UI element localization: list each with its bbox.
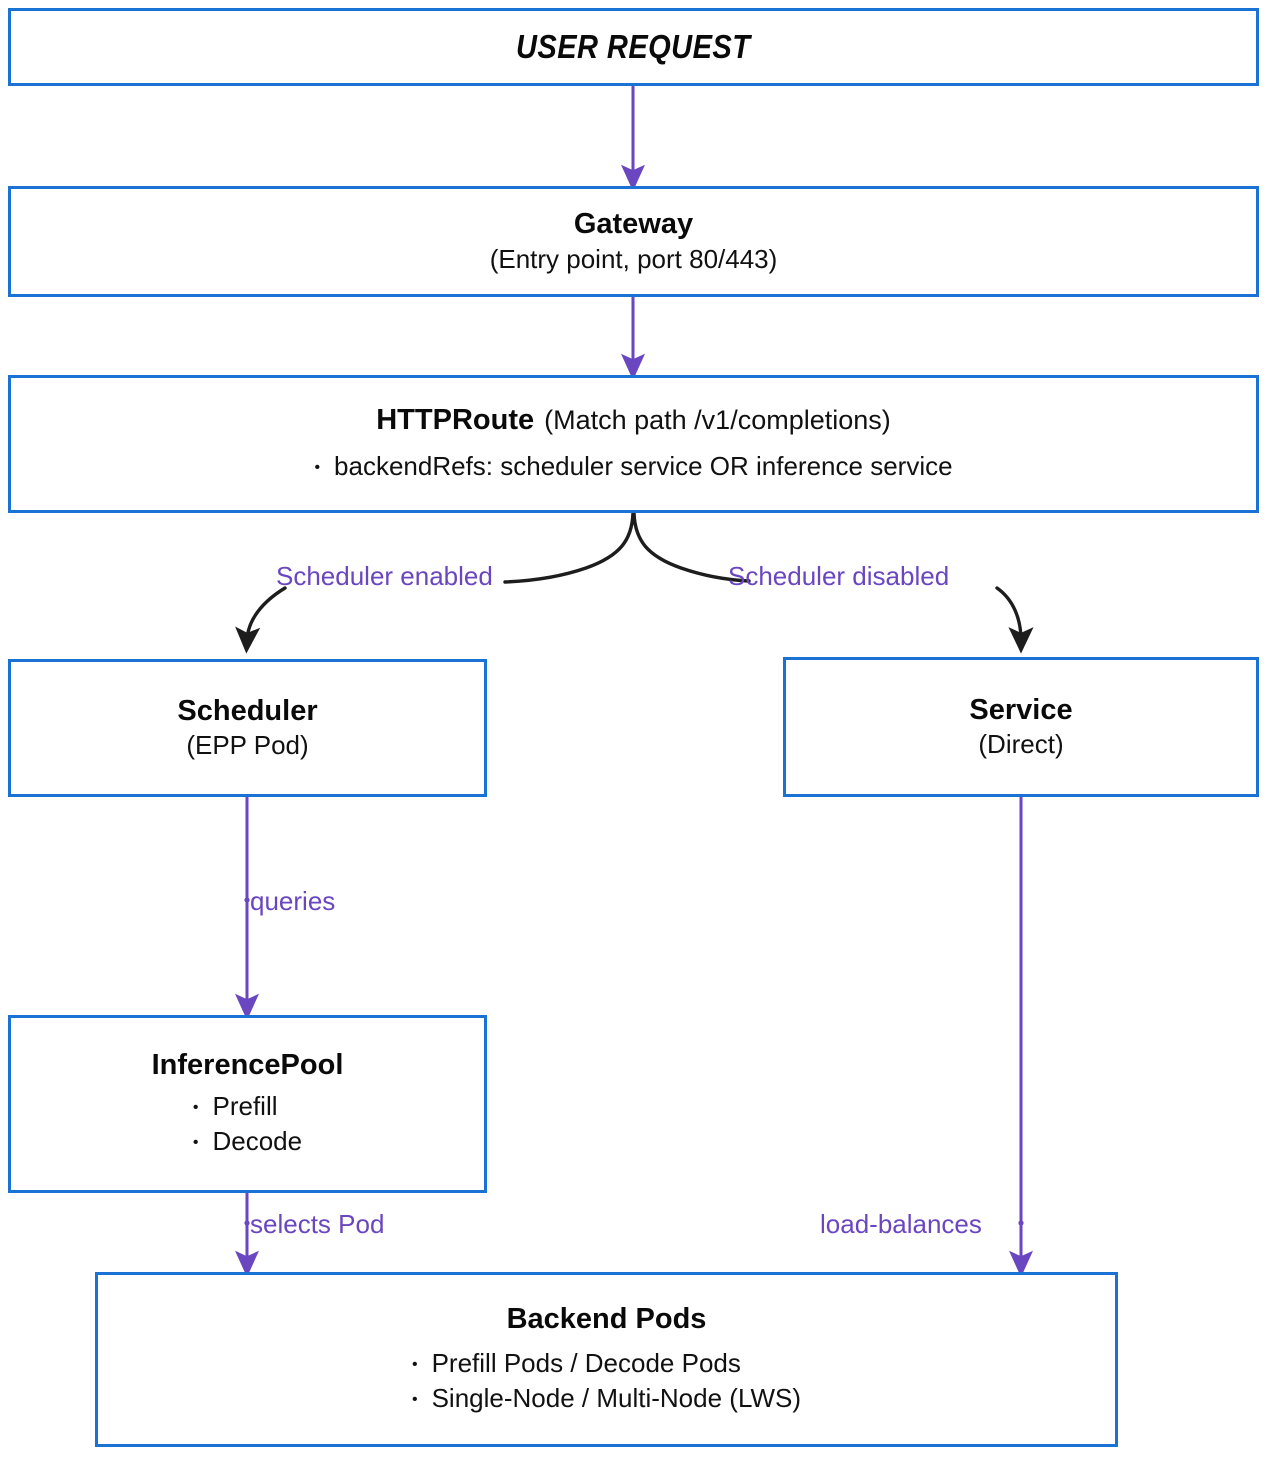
- node-service[interactable]: Service (Direct): [783, 657, 1259, 797]
- node-httproute[interactable]: HTTPRoute (Match path /v1/completions) •…: [8, 375, 1259, 513]
- node-inferencepool-title: InferencePool: [151, 1048, 344, 1081]
- node-scheduler-title: Scheduler: [177, 694, 318, 727]
- edge-httproute-fork: [503, 511, 751, 584]
- node-httproute-note: (Match path /v1/completions): [544, 404, 891, 435]
- node-backend-pods-bullets: • Prefill Pods / Decode Pods • Single-No…: [412, 1346, 801, 1416]
- node-service-subtitle: (Direct): [978, 729, 1064, 760]
- node-gateway[interactable]: Gateway (Entry point, port 80/443): [8, 186, 1259, 297]
- node-inferencepool-bullets: • Prefill • Decode: [193, 1089, 302, 1159]
- bullet-icon: •: [192, 1099, 199, 1117]
- edge-httproute-to-service: [995, 586, 1034, 654]
- edge-label-scheduler-enabled: Scheduler enabled: [276, 561, 493, 591]
- list-item: • Single-Node / Multi-Node (LWS): [412, 1381, 801, 1416]
- bullet-text: Decode: [212, 1126, 303, 1157]
- node-service-title: Service: [969, 693, 1073, 726]
- edge-scheduler-to-inferencepool: [235, 797, 259, 1021]
- edge-httproute-to-scheduler: [235, 586, 287, 654]
- edge-label-queries: queries: [250, 886, 336, 916]
- edge-label-scheduler-disabled: Scheduler disabled: [728, 561, 950, 591]
- bullet-text: backendRefs: scheduler service OR infere…: [334, 450, 953, 481]
- node-gateway-subtitle: (Entry point, port 80/443): [489, 243, 778, 274]
- list-item: • Prefill Pods / Decode Pods: [412, 1346, 801, 1381]
- node-user-request[interactable]: USER REQUEST: [8, 8, 1259, 86]
- edge-label-selects-pod: selects Pod: [250, 1209, 385, 1239]
- edge-label-load-balances: load-balances: [820, 1209, 982, 1239]
- bullet-text: Single-Node / Multi-Node (LWS): [431, 1382, 802, 1413]
- node-gateway-title: Gateway: [573, 208, 694, 241]
- bullet-icon: •: [411, 1390, 418, 1408]
- edge-service-to-backendpods: [1009, 797, 1033, 1278]
- bullet-icon: •: [411, 1355, 418, 1373]
- node-user-request-title: USER REQUEST: [516, 27, 751, 65]
- list-item: • backendRefs: scheduler service OR infe…: [314, 449, 952, 484]
- bullet-text: Prefill: [212, 1091, 278, 1122]
- node-httproute-title: HTTPRoute: [376, 403, 535, 436]
- node-backend-pods[interactable]: Backend Pods • Prefill Pods / Decode Pod…: [95, 1272, 1118, 1447]
- bullet-icon: •: [192, 1134, 199, 1152]
- bullet-icon: •: [314, 458, 321, 476]
- node-httproute-bullets: • backendRefs: scheduler service OR infe…: [314, 449, 952, 484]
- edge-inferencepool-to-backendpods: [235, 1193, 259, 1278]
- list-item: • Decode: [193, 1124, 302, 1159]
- node-httproute-heading: HTTPRoute (Match path /v1/completions): [376, 404, 891, 437]
- node-scheduler[interactable]: Scheduler (EPP Pod): [8, 659, 487, 797]
- node-inferencepool[interactable]: InferencePool • Prefill • Decode: [8, 1015, 487, 1193]
- node-scheduler-subtitle: (EPP Pod): [186, 730, 309, 761]
- list-item: • Prefill: [193, 1089, 302, 1124]
- bullet-text: Prefill Pods / Decode Pods: [431, 1347, 741, 1378]
- node-backend-pods-title: Backend Pods: [506, 1303, 707, 1336]
